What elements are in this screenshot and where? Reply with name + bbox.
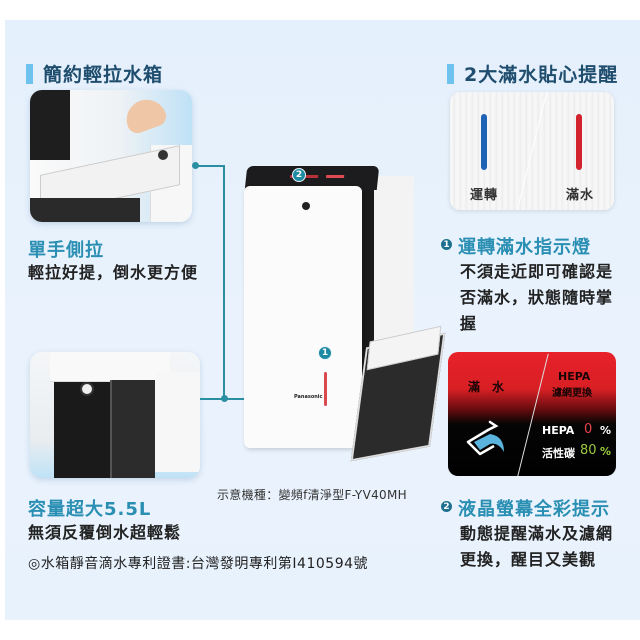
connector-line <box>195 165 225 167</box>
feature-desc-one-hand: 輕拉好提，倒水更方便 <box>28 263 199 282</box>
connector-line <box>223 165 225 400</box>
badge-lcd: 2 <box>292 168 306 182</box>
header-accent-bar <box>26 63 33 84</box>
right-section-header: 2大滿水貼心提醒 <box>447 60 618 87</box>
device-front <box>244 186 362 448</box>
feature-badge-1: 1 <box>440 238 453 251</box>
nanoe-logo-icon <box>302 202 310 210</box>
badge-indicator: 1 <box>318 346 332 360</box>
left-section-header: 簡約輕拉水箱 <box>26 60 163 87</box>
photo-tank-pull <box>30 90 192 222</box>
patent-note: ◎水箱靜音滴水專利證書:台灣發明專利第I410594號 <box>28 556 369 572</box>
feature-desc-capacity: 無須反覆倒水超輕鬆 <box>28 523 182 542</box>
feature-title-capacity: 容量超大5.5L <box>28 499 152 520</box>
hand-image <box>121 94 169 136</box>
connector-dot <box>192 162 199 169</box>
left-section-title: 簡約輕拉水箱 <box>43 64 164 86</box>
feature-title-lcd: 液晶螢幕全彩提示 <box>458 499 610 520</box>
feature-desc-lcd-line1: 動態提醒滿水及濾網 <box>460 524 614 543</box>
full-water-label: 滿水 <box>566 188 595 203</box>
water-full-indicator <box>324 372 327 406</box>
lcd-carbon-unit: % <box>600 445 612 458</box>
right-section-title: 2大滿水貼心提醒 <box>464 64 619 86</box>
lcd-hepa-subtitle: 濾網更換 <box>552 388 592 399</box>
lcd-carbon-label: 活性碳 <box>542 447 575 460</box>
feature-desc-lcd-line2: 更換，醒目又美觀 <box>460 550 597 569</box>
full-water-indicator-bar <box>576 114 582 170</box>
running-indicator-bar <box>481 114 487 170</box>
lcd-display-card: 滿 水 HEPA 濾網更換 HEPA 0 % 活性碳 80 % <box>448 352 616 476</box>
dehumidifier-device-image: Panasonic <box>240 162 446 462</box>
feature-title-indicator: 運轉滿水指示燈 <box>458 237 591 258</box>
photo-tank-capacity <box>30 352 200 478</box>
feature-badge-2: 2 <box>440 500 453 513</box>
feature-title-one-hand: 單手側拉 <box>28 240 104 261</box>
running-label: 運轉 <box>470 188 499 203</box>
feature-desc-indicator-line1: 不須走近即可確認是 <box>460 262 614 281</box>
lcd-carbon-value: 80 <box>580 443 597 458</box>
feature-desc-indicator-line3: 握 <box>460 314 478 333</box>
indicator-light-card: 運轉 滿水 <box>450 92 614 210</box>
lcd-full-water-text: 滿 水 <box>468 380 505 394</box>
model-caption: 示意機種：變頻f清淨型F-YV40MH <box>217 488 407 502</box>
header-accent-bar <box>447 63 454 84</box>
lcd-hepa-title: HEPA <box>558 370 591 383</box>
lcd-hepa-value: 0 <box>584 422 593 437</box>
feature-desc-indicator-line2: 否滿水，狀態隨時掌 <box>460 288 614 307</box>
lcd-hepa-unit: % <box>600 424 612 437</box>
water-tank-icon <box>466 420 504 456</box>
lcd-hepa-label: HEPA <box>542 424 575 437</box>
device-brand: Panasonic <box>294 394 323 400</box>
connector-dot <box>221 395 228 402</box>
